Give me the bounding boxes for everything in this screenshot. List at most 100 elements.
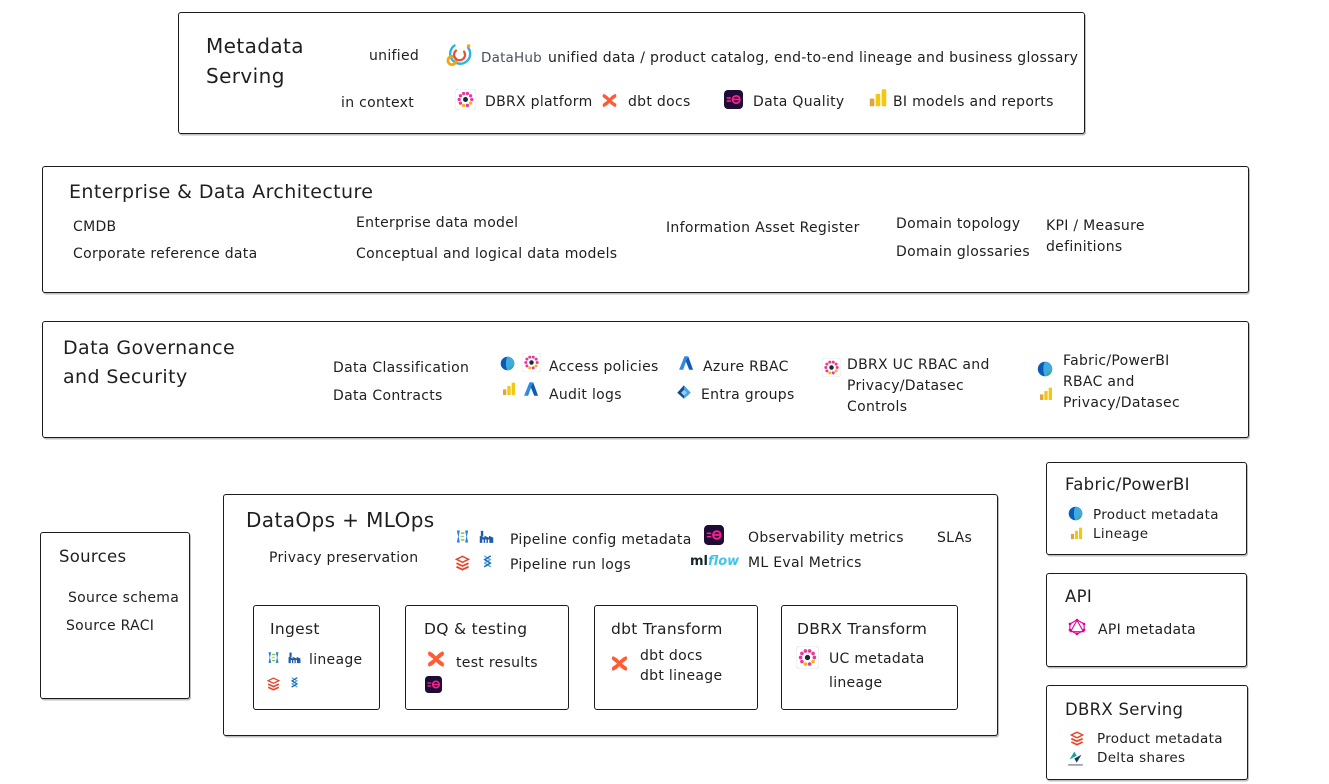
dataops-mlops-box: DataOps + MLOps Privacy preservation Pip… xyxy=(223,494,998,736)
sources-box: Sources Source schema Source RACI xyxy=(40,532,190,699)
entra-groups-label: Entra groups xyxy=(701,387,795,403)
data-factory-icon xyxy=(287,650,302,665)
observability-metrics-label: Observability metrics xyxy=(748,530,904,546)
dbrx-transform-title: DBRX Transform xyxy=(797,620,928,638)
mlflow-logo: mlflow xyxy=(690,554,739,569)
fabric-powerbi-title: Fabric/PowerBI xyxy=(1065,475,1190,494)
metadata-serving-title: Metadata Serving xyxy=(206,34,304,88)
data-factory-icon xyxy=(478,528,495,545)
azure-icon xyxy=(677,354,695,372)
ingest-title: Ingest xyxy=(270,620,320,638)
pipeline-run-logs-label: Pipeline run logs xyxy=(510,557,631,573)
enterprise-data-model-label: Enterprise data model xyxy=(356,215,519,231)
fabric-icon xyxy=(1067,505,1084,522)
fabric-product-metadata-label: Product metadata xyxy=(1093,507,1219,523)
dbt-icon xyxy=(600,91,619,110)
dbrx-lineage-label: lineage xyxy=(829,675,883,691)
unified-label: unified xyxy=(369,48,420,64)
unity-catalog-icon xyxy=(796,646,819,669)
cmdb-label: CMDB xyxy=(73,219,117,235)
databricks-icon xyxy=(266,676,281,691)
api-metadata-label: API metadata xyxy=(1098,622,1197,638)
metadata-serving-box: Metadata Serving unified DataHub unified… xyxy=(178,12,1085,134)
dbrx-product-metadata-label: Product metadata xyxy=(1097,731,1223,747)
unity-catalog-icon xyxy=(455,89,476,110)
ingest-lineage-label: lineage xyxy=(309,652,363,668)
kpi-measure-definitions-label: KPI / Measure definitions xyxy=(1046,218,1145,255)
fabric-icon xyxy=(1036,360,1054,378)
privacy-preservation-label: Privacy preservation xyxy=(269,550,419,566)
delta-shares-label: Delta shares xyxy=(1097,750,1186,766)
dbrx-platform-label: DBRX platform xyxy=(485,94,593,110)
unity-catalog-icon xyxy=(522,353,541,372)
dq-testing-box: DQ & testing test results xyxy=(405,605,569,710)
elementary-icon xyxy=(704,525,724,545)
sources-title: Sources xyxy=(59,547,127,566)
fabric-powerbi-box: Fabric/PowerBI Product metadata Lineage xyxy=(1046,462,1247,555)
source-schema-label: Source schema xyxy=(68,590,180,606)
api-title: API xyxy=(1065,587,1093,606)
governance-title: Data Governance and Security xyxy=(63,337,236,388)
ingest-box: Ingest lineage xyxy=(253,605,380,710)
conceptual-logical-models-label: Conceptual and logical data models xyxy=(356,246,618,262)
delta-sharing-icon xyxy=(1066,748,1085,767)
data-classification-label: Data Classification xyxy=(333,360,470,376)
source-raci-label: Source RACI xyxy=(66,618,155,634)
dbrx-serving-title: DBRX Serving xyxy=(1065,700,1184,719)
in-context-label: in context xyxy=(341,95,414,111)
powerbi-icon xyxy=(1038,386,1054,402)
fabric-rbac-label: Fabric/PowerBI RBAC and Privacy/Datasec xyxy=(1063,353,1180,411)
elementary-icon xyxy=(724,90,743,109)
elementary-icon xyxy=(425,676,442,693)
pipeline-brackets-icon xyxy=(266,650,281,665)
data-contracts-label: Data Contracts xyxy=(333,388,443,404)
data-quality-label: Data Quality xyxy=(753,94,845,110)
access-policies-label: Access policies xyxy=(549,359,659,375)
domain-topology-label: Domain topology xyxy=(896,216,1021,232)
synapse-helix-icon xyxy=(480,554,495,569)
enterprise-title: Enterprise & Data Architecture xyxy=(69,181,374,203)
datahub-label: DataHub xyxy=(481,50,542,66)
databricks-icon xyxy=(454,554,471,571)
enterprise-architecture-box: Enterprise & Data Architecture CMDB Corp… xyxy=(42,166,1249,293)
azure-rbac-label: Azure RBAC xyxy=(703,359,789,375)
azure-icon xyxy=(522,380,540,398)
test-results-label: test results xyxy=(456,655,538,671)
corporate-reference-data-label: Corporate reference data xyxy=(73,246,258,262)
ml-eval-metrics-label: ML Eval Metrics xyxy=(748,555,862,571)
graphql-icon xyxy=(1068,618,1086,636)
dbt-docs-label: dbt docs xyxy=(628,94,691,110)
dbt-icon xyxy=(609,653,630,674)
dbt-docs-label: dbt docs xyxy=(640,648,703,664)
pipeline-config-metadata-label: Pipeline config metadata xyxy=(510,532,692,548)
powerbi-icon xyxy=(1069,526,1084,541)
api-box: API API metadata xyxy=(1046,573,1247,667)
bi-models-label: BI models and reports xyxy=(893,94,1054,110)
dbt-transform-title: dbt Transform xyxy=(611,620,723,638)
information-asset-register-label: Information Asset Register xyxy=(666,220,860,236)
dbt-icon xyxy=(425,648,447,670)
mlflow-ml-text: ml xyxy=(690,554,709,569)
powerbi-icon xyxy=(867,87,889,109)
dbt-lineage-label: dbt lineage xyxy=(640,668,723,684)
unity-catalog-icon xyxy=(822,358,841,377)
synapse-helix-icon xyxy=(288,676,301,689)
pipeline-brackets-icon xyxy=(454,528,471,545)
dbrx-serving-box: DBRX Serving Product metadata Delta shar… xyxy=(1046,685,1248,780)
uc-metadata-label: UC metadata xyxy=(829,651,925,667)
slas-label: SLAs xyxy=(937,530,973,546)
fabric-icon xyxy=(499,355,516,372)
dbrx-transform-box: DBRX Transform UC metadata lineage xyxy=(781,605,958,710)
mlflow-flow-text: flow xyxy=(708,554,740,569)
dq-testing-title: DQ & testing xyxy=(424,620,528,638)
domain-glossaries-label: Domain glossaries xyxy=(896,244,1030,260)
dbt-transform-box: dbt Transform dbt docs dbt lineage xyxy=(594,605,758,710)
datahub-icon xyxy=(445,41,473,69)
dbrx-uc-rbac-label: DBRX UC RBAC and Privacy/Datasec Control… xyxy=(847,357,990,415)
audit-logs-label: Audit logs xyxy=(549,387,622,403)
catalog-text: unified data / product catalog, end-to-e… xyxy=(548,50,1079,66)
dataops-title: DataOps + MLOps xyxy=(246,508,435,532)
fabric-lineage-label: Lineage xyxy=(1093,526,1149,542)
databricks-icon xyxy=(1069,730,1085,746)
